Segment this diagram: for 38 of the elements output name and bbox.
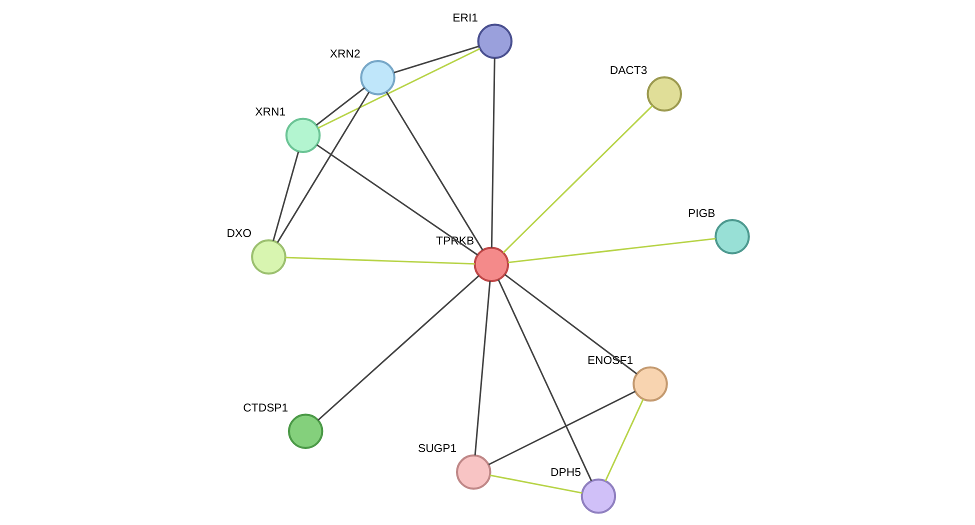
node-circle [456,454,492,490]
connector [508,238,716,264]
connector [490,58,496,248]
connector [504,274,638,374]
node-circle [360,60,396,96]
node-circle [288,414,324,449]
node-label: ERI1 [452,12,478,24]
connector [498,279,592,482]
node-circle [646,76,682,112]
connector [318,48,480,129]
node-circle [632,366,668,402]
node-circle [251,239,286,275]
connector [502,105,654,254]
connector [386,92,484,250]
node-label: XRN2 [330,48,360,61]
connector [316,144,478,256]
connector [604,398,644,482]
node-circle [285,118,321,154]
node-label: DACT3 [610,65,648,78]
node-label: CTDSP1 [243,402,288,414]
node-label: PIGB [688,208,716,220]
node-label: SUGP1 [418,443,457,456]
connector [488,390,636,466]
node-label: DPH5 [550,467,581,480]
connector [316,87,365,126]
node-label: XRN1 [255,106,286,118]
connector [276,92,370,243]
node-circle [714,219,750,254]
connector [272,152,300,242]
connector [490,474,582,494]
node-circle [474,246,510,282]
node-label: DXO [226,228,252,240]
connector [285,256,475,265]
connector [394,46,479,74]
node-circle [477,24,513,59]
connector [474,281,491,456]
node-circle [580,478,616,514]
connector [318,275,480,421]
